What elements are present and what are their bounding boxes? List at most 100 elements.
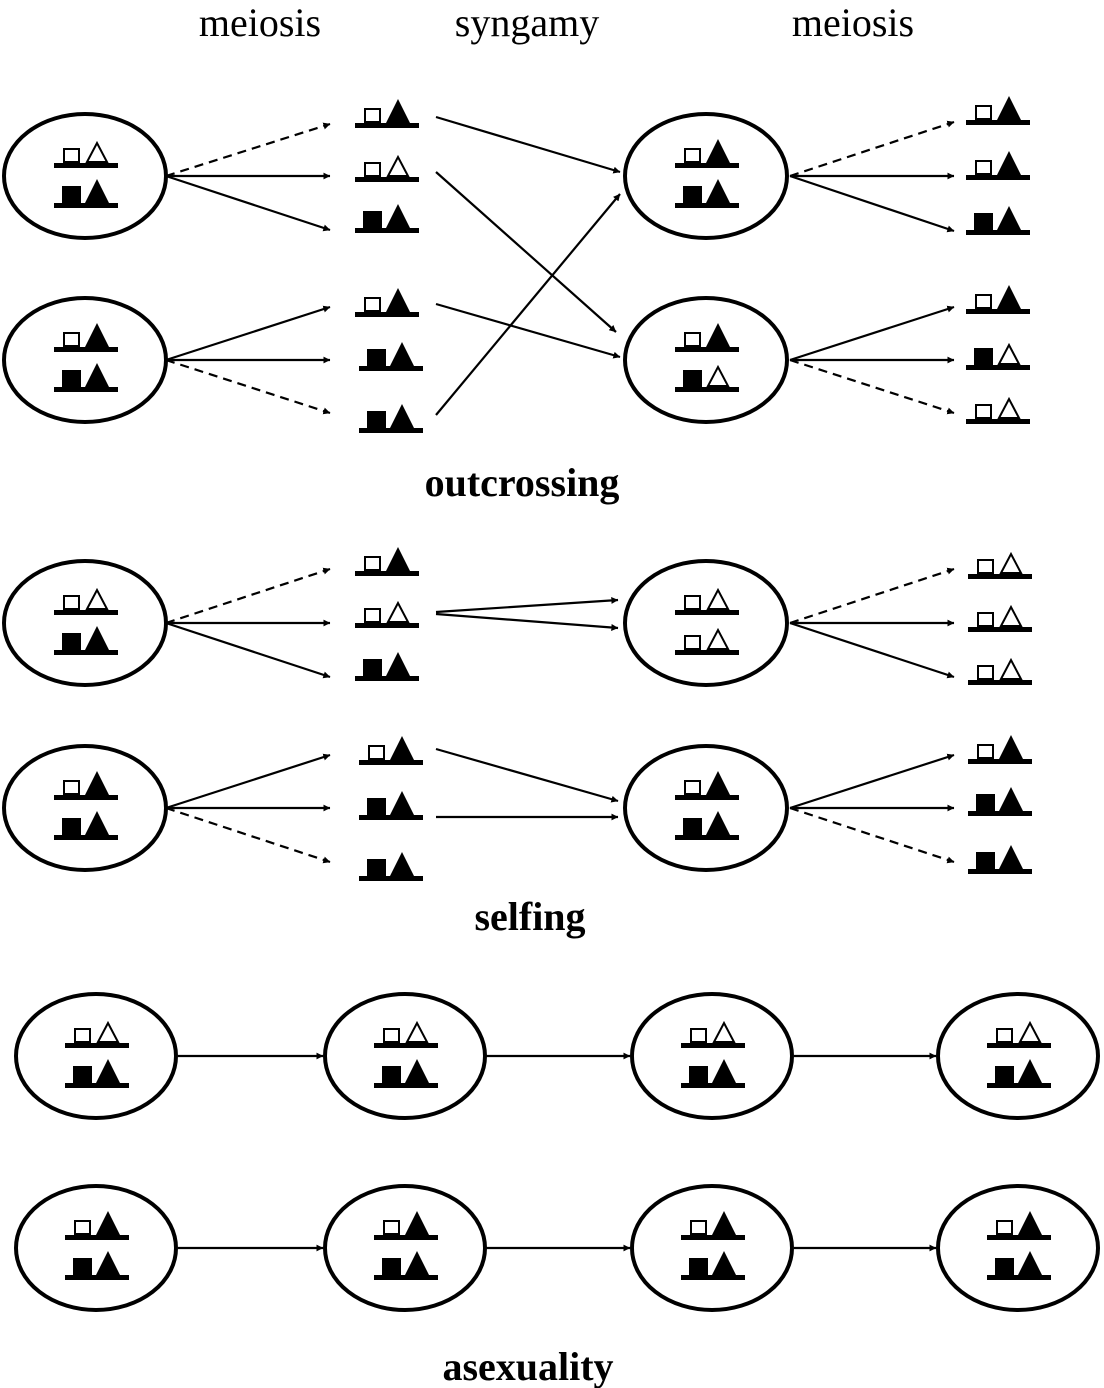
chromosome-of xyxy=(966,96,1030,125)
filled-triangle-allele xyxy=(706,139,730,163)
filled-square-allele xyxy=(73,1258,92,1275)
filled-square-allele xyxy=(367,411,386,428)
chromosome-oo xyxy=(968,657,1032,685)
chromosome-bar xyxy=(966,175,1030,180)
cell xyxy=(936,1184,1100,1312)
chromosome-bar xyxy=(359,876,423,881)
chromosome-of xyxy=(675,323,739,352)
filled-triangle-allele xyxy=(997,151,1021,175)
cell-ellipse xyxy=(623,112,789,240)
filled-square-allele xyxy=(367,349,386,366)
open-square-allele xyxy=(364,608,381,623)
filled-square-allele xyxy=(689,1258,708,1275)
chromosome-bar xyxy=(968,869,1032,874)
chromosome-ff xyxy=(968,845,1032,874)
filled-triangle-allele xyxy=(999,845,1023,869)
filled-square-allele xyxy=(683,370,702,387)
arrow xyxy=(435,596,619,614)
open-square-allele xyxy=(975,160,992,175)
filled-triangle-allele xyxy=(706,811,730,835)
chromosome-bar xyxy=(65,1083,129,1088)
chromosome-oo xyxy=(987,1020,1051,1048)
open-square-allele xyxy=(684,780,701,795)
open-square-allele xyxy=(684,148,701,163)
chromosome-bar xyxy=(968,574,1032,579)
filled-triangle-allele xyxy=(706,179,730,203)
open-square-allele xyxy=(684,595,701,610)
chromosome-bar xyxy=(987,1043,1051,1048)
chromosome-ff xyxy=(54,626,118,655)
open-triangle-allele xyxy=(706,587,730,610)
open-square-allele xyxy=(975,404,992,419)
chromosome-bar xyxy=(54,650,118,655)
chromosome-bar xyxy=(374,1043,438,1048)
chromosome-ff xyxy=(355,204,419,233)
cell xyxy=(323,1184,487,1312)
cell xyxy=(2,296,168,424)
chromosome-bar xyxy=(359,428,423,433)
chromosome-bar xyxy=(54,387,118,392)
cell-ellipse xyxy=(630,1184,794,1312)
filled-triangle-allele xyxy=(386,547,410,571)
chromosome-bar xyxy=(681,1275,745,1280)
filled-triangle-allele xyxy=(1018,1211,1042,1235)
diagram-shapes xyxy=(2,96,1100,1312)
filled-triangle-allele xyxy=(1018,1251,1042,1275)
open-square-allele xyxy=(364,556,381,571)
cell-ellipse xyxy=(14,1184,178,1312)
open-square-allele xyxy=(383,1220,400,1235)
chromosome-bar xyxy=(355,623,419,628)
filled-square-allele xyxy=(382,1066,401,1083)
chromosome-bar xyxy=(987,1083,1051,1088)
chromosome-ff xyxy=(54,179,118,208)
filled-square-allele xyxy=(367,798,386,815)
chromosome-ff xyxy=(968,787,1032,816)
filled-square-allele xyxy=(976,794,995,811)
open-square-allele xyxy=(63,332,80,347)
open-square-allele xyxy=(996,1220,1013,1235)
chromosome-bar xyxy=(987,1275,1051,1280)
filled-triangle-allele xyxy=(706,323,730,347)
cell xyxy=(14,992,178,1120)
chromosome-of xyxy=(681,1211,745,1240)
arrow xyxy=(789,305,955,362)
open-square-allele xyxy=(684,332,701,347)
chromosome-bar xyxy=(966,230,1030,235)
cell xyxy=(623,296,789,424)
open-square-allele xyxy=(364,108,381,123)
filled-triangle-allele xyxy=(85,626,109,650)
chromosome-of xyxy=(968,735,1032,764)
arrow xyxy=(789,174,955,233)
arrow xyxy=(165,621,331,679)
cell xyxy=(630,992,794,1120)
filled-triangle-allele xyxy=(712,1211,736,1235)
filled-square-allele xyxy=(367,859,386,876)
filled-triangle-allele xyxy=(386,652,410,676)
chromosome-bar xyxy=(675,203,739,208)
filled-triangle-allele xyxy=(706,771,730,795)
chromosome-bar xyxy=(675,163,739,168)
section-label-selfing: selfing xyxy=(474,894,585,939)
arrow xyxy=(165,753,331,810)
chromosome-bar xyxy=(359,760,423,765)
cell-ellipse xyxy=(2,296,168,424)
open-square-allele xyxy=(74,1220,91,1235)
chromosome-of xyxy=(355,288,419,317)
filled-triangle-allele xyxy=(712,1059,736,1083)
chromosome-bar xyxy=(968,811,1032,816)
chromosome-bar xyxy=(374,1235,438,1240)
chromosome-bar xyxy=(675,387,739,392)
chromosome-ff xyxy=(54,363,118,392)
chromosome-oo xyxy=(355,154,419,182)
chromosome-ff xyxy=(675,179,739,208)
chromosome-bar xyxy=(966,120,1030,125)
filled-square-allele xyxy=(976,852,995,869)
cell-ellipse xyxy=(936,1184,1100,1312)
open-triangle-allele xyxy=(85,140,109,163)
filled-square-allele xyxy=(683,818,702,835)
open-square-allele xyxy=(975,105,992,120)
cell-ellipse xyxy=(2,112,168,240)
filled-triangle-allele xyxy=(390,736,414,760)
open-triangle-allele xyxy=(999,604,1023,627)
cell xyxy=(936,992,1100,1120)
